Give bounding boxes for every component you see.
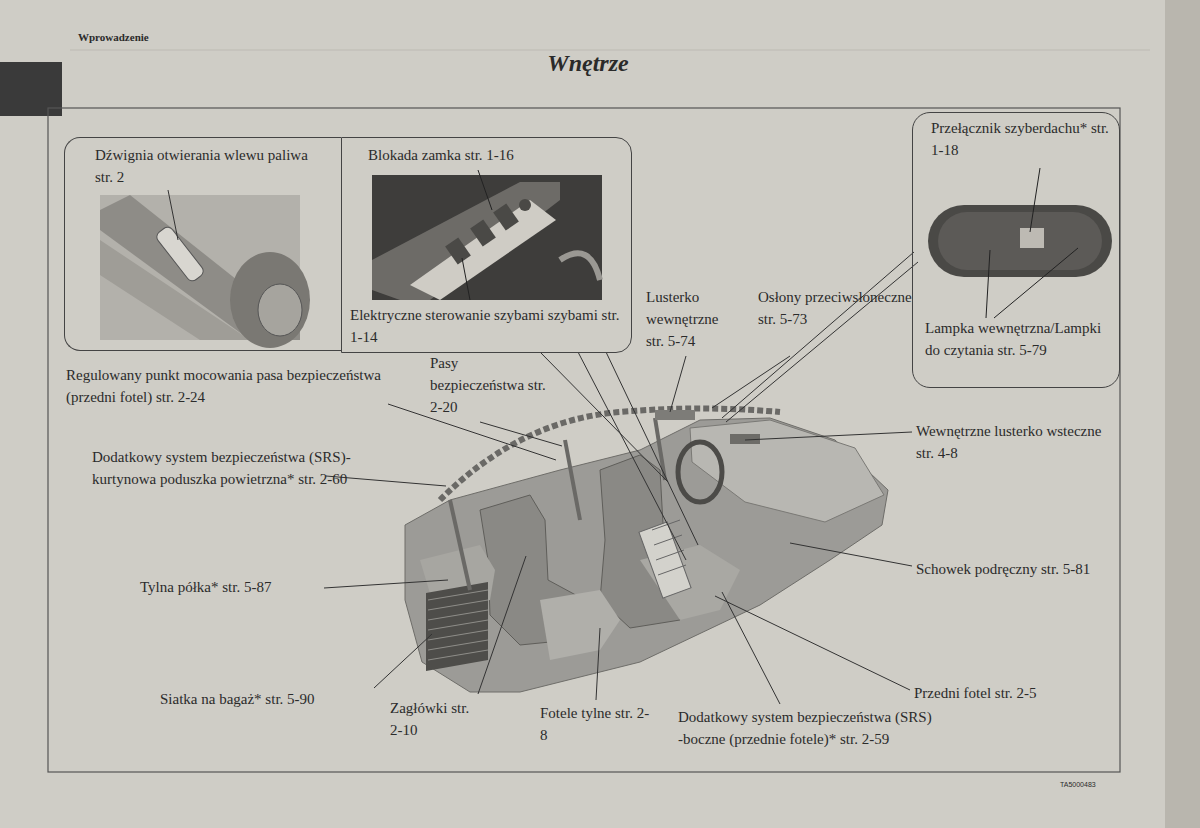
window-switch-photo <box>372 170 602 300</box>
callout-label: Zagłówki str. 2-10 <box>390 697 480 741</box>
page-title: Wnętrze <box>0 50 1176 77</box>
callout-label: Osłony przeciwsłoneczne str. 5-73 <box>758 286 918 330</box>
callout-panel: Blokada zamka str. 1-16Elektryczne stero… <box>341 137 632 353</box>
outer-frame <box>48 108 1120 772</box>
callout-label: Pasy bezpieczeństwa str. 2-20 <box>430 352 550 418</box>
callout-label: Wewnętrzne lusterko wsteczne str. 4-8 <box>916 420 1106 464</box>
callout-label: Dodatkowy system bezpieczeństwa (SRS)-ku… <box>92 446 392 490</box>
page-edge <box>1165 0 1200 828</box>
figure-code: TA5000483 <box>1060 780 1130 789</box>
callout-label: Schowek podręczny str. 5-81 <box>916 558 1096 580</box>
sunroof-switch-photo <box>928 168 1112 318</box>
callout-label: Przedni fotel str. 2-5 <box>914 682 1094 704</box>
callout-label: Dodatkowy system bezpieczeństwa (SRS) -b… <box>678 706 938 750</box>
panel-label: Elektryczne sterowanie szybami szybami s… <box>350 304 625 348</box>
fuel-lever-photo <box>100 190 310 348</box>
callout-panel: Dźwignia otwierania wlewu paliwa str. 2 <box>64 137 341 351</box>
callout-label: Regulowany punkt mocowania pasa bezpiecz… <box>66 364 386 408</box>
leader-lines <box>324 252 918 704</box>
section-header: Wprowadzenie <box>78 30 278 44</box>
callout-label: Tylna półka* str. 5-87 <box>140 576 330 598</box>
callout-label: Siatka na bagaż* str. 5-90 <box>160 688 380 710</box>
panel-label: Blokada zamka str. 1-16 <box>368 144 618 166</box>
callout-label: Fotele tylne str. 2-8 <box>540 702 650 746</box>
panel-label: Przełącznik szyberdachu* str. 1-18 <box>931 117 1111 161</box>
car-cutaway <box>405 409 888 693</box>
callout-label: Lusterko wewnętrzne str. 5-74 <box>646 286 736 352</box>
panel-label: Dźwignia otwierania wlewu paliwa str. 2 <box>95 144 325 188</box>
panel-label: Lampka wewnętrzna/Lampki do czytania str… <box>925 317 1115 361</box>
callout-panel: Przełącznik szyberdachu* str. 1-18Lampka… <box>912 112 1120 388</box>
